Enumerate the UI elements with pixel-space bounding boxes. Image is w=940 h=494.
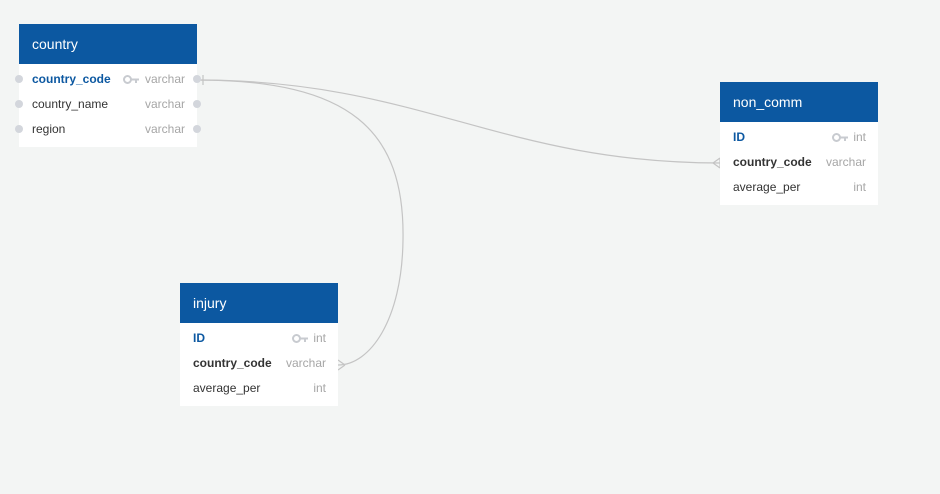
key-icon xyxy=(292,334,308,343)
field-name: country_code xyxy=(193,356,272,370)
table-country[interactable]: country country_code varchar country_nam… xyxy=(15,24,201,147)
table-header[interactable]: country xyxy=(19,24,197,64)
relationship-line-country-injury[interactable] xyxy=(196,79,404,366)
key-icon xyxy=(832,133,848,142)
field-row[interactable]: average_per int xyxy=(180,376,338,401)
key-icon xyxy=(123,75,139,84)
field-name: country_code xyxy=(733,155,812,169)
field-name: average_per xyxy=(193,381,261,395)
field-row[interactable]: country_code varchar xyxy=(15,67,201,92)
field-row[interactable]: average_per int xyxy=(720,175,878,200)
many-marker xyxy=(337,359,346,371)
table-header[interactable]: non_comm xyxy=(720,82,878,122)
connector-dot-icon[interactable] xyxy=(15,125,23,133)
field-name: ID xyxy=(733,130,745,144)
field-type: varchar xyxy=(285,356,326,370)
table-non-comm[interactable]: non_comm ID int country_code varchar ave… xyxy=(720,82,878,205)
connector-dot-icon[interactable] xyxy=(193,75,201,83)
field-type: int xyxy=(313,331,326,345)
table-injury[interactable]: injury ID int country_code varchar avera… xyxy=(180,283,338,406)
field-row[interactable]: ID int xyxy=(180,326,338,351)
relationship-line-country-non-comm[interactable] xyxy=(196,79,721,164)
field-name: ID xyxy=(193,331,205,345)
field-name: country_name xyxy=(32,97,109,111)
field-type: varchar xyxy=(144,122,185,136)
connector-dot-icon[interactable] xyxy=(193,125,201,133)
table-header[interactable]: injury xyxy=(180,283,338,323)
connector-dot-icon[interactable] xyxy=(15,100,23,108)
field-row[interactable]: region varchar xyxy=(15,117,201,142)
field-type: int xyxy=(313,381,326,395)
field-name: country_code xyxy=(32,72,111,86)
field-type: int xyxy=(853,180,866,194)
connector-dot-icon[interactable] xyxy=(193,100,201,108)
field-name: region xyxy=(32,122,66,136)
field-name: average_per xyxy=(733,180,801,194)
field-type: varchar xyxy=(144,97,185,111)
field-type: int xyxy=(853,130,866,144)
field-row[interactable]: country_name varchar xyxy=(15,92,201,117)
connector-dot-icon[interactable] xyxy=(15,75,23,83)
field-row[interactable]: country_code varchar xyxy=(720,150,878,175)
field-row[interactable]: country_code varchar xyxy=(180,351,338,376)
field-type: varchar xyxy=(144,72,185,86)
field-row[interactable]: ID int xyxy=(720,125,878,150)
field-type: varchar xyxy=(825,155,866,169)
